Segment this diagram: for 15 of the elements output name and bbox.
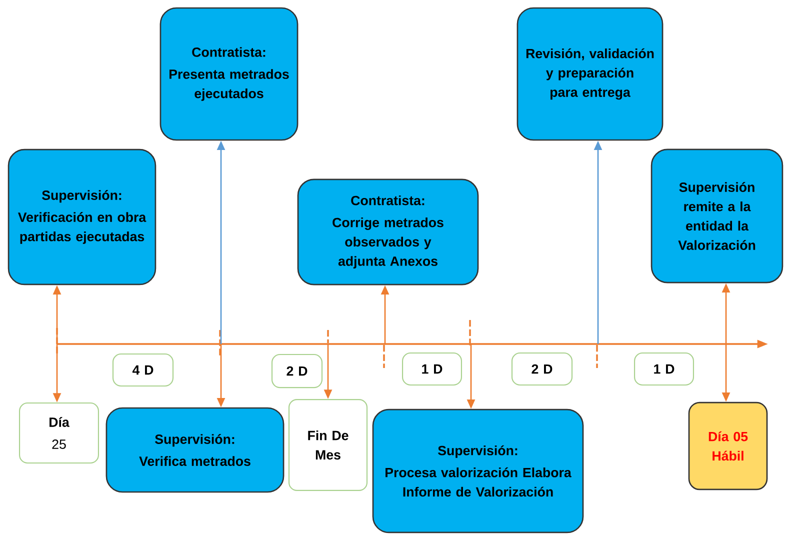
- process-box: Revisión, validación y preparación para entrega: [516, 7, 664, 141]
- process-box: Supervisión: Procesa valorización Elabora Informe de Valorización: [372, 408, 584, 534]
- day-box: 1 D: [402, 352, 462, 386]
- day-box: 2 D: [271, 354, 323, 388]
- day-box: 1 D: [634, 352, 694, 386]
- day-box: Día 25: [19, 402, 99, 464]
- day-box: 2 D: [511, 352, 573, 386]
- day-box: 4 D: [112, 353, 174, 387]
- day-box: Fin De Mes: [288, 399, 368, 491]
- process-box: Supervisión: Verifica metrados: [106, 407, 284, 493]
- process-box: Supervisión: Verificación en obra partidas ejecutadas: [8, 148, 156, 286]
- day-box: Día 05 Hábil: [688, 402, 768, 490]
- process-box: Contratista: Corrige metrados observados y adjunta Anexos: [297, 178, 479, 286]
- process-box: Contratista: Presenta metrados ejecutados: [160, 7, 298, 141]
- process-box: Supervisión remite a la entidad la Valorización: [650, 148, 784, 284]
